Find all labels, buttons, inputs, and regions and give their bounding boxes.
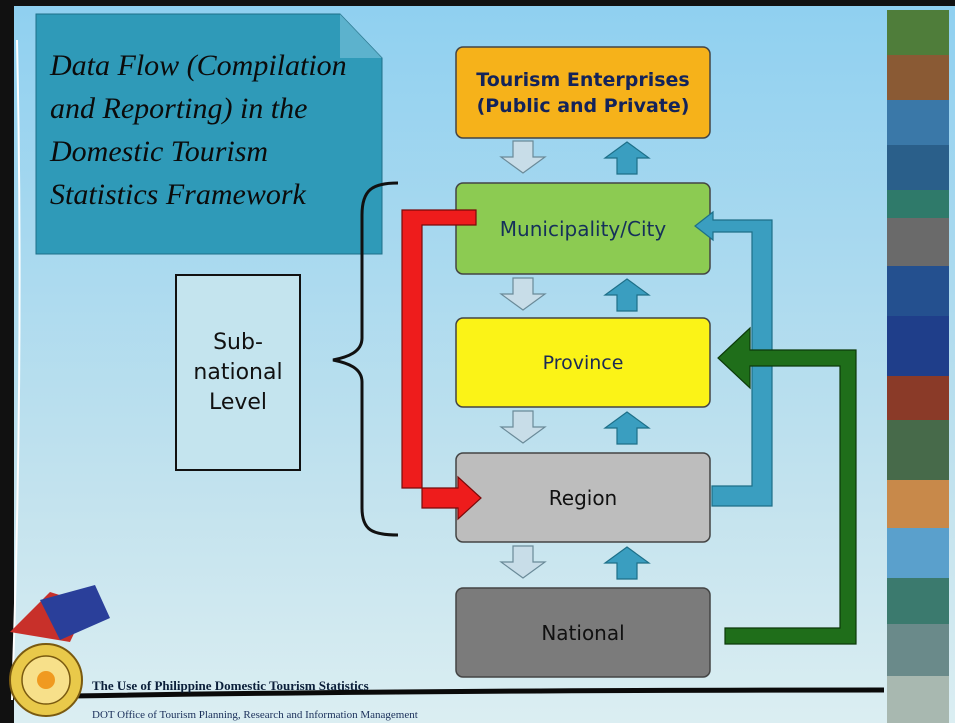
region-label: Region: [548, 485, 618, 510]
province-label: Province: [542, 351, 624, 374]
municipality-city-label: Municipality/City: [499, 216, 667, 241]
up-arrow-4: [603, 546, 651, 580]
down-arrow-2: [499, 277, 547, 311]
title-box-fold: [340, 14, 382, 58]
box-province: [455, 317, 711, 408]
up-arrow-1: [603, 141, 651, 175]
left-border: [0, 0, 14, 723]
down-arrow-3: [499, 410, 547, 444]
national-label: National: [541, 620, 625, 645]
level-label-box: [175, 274, 301, 471]
top-border: [0, 0, 955, 6]
level-label: Sub-national Level: [193, 329, 283, 415]
title-box: [35, 13, 383, 255]
blue-flow-arrow: [694, 210, 773, 507]
level-bracket: [332, 181, 399, 537]
tourism-enterprises-label: Tourism Enterprises (Public and Private): [476, 68, 690, 117]
photo-strip: [887, 10, 949, 723]
red-flow-arrow: [401, 209, 482, 521]
footer-divider: [13, 687, 885, 700]
up-arrow-2: [603, 278, 651, 312]
footer-title: The Use of Philippine Domestic Tourism S…: [92, 678, 369, 693]
box-tourism-enterprises: [455, 46, 711, 139]
green-flow-arrow: [717, 326, 857, 645]
dot-seal-logo: [9, 585, 110, 717]
box-national: [455, 587, 711, 678]
footer-office: DOT Office of Tourism Planning, Research…: [92, 709, 418, 721]
diagram-title: Data Flow (Compilation and Reporting) in…: [50, 49, 347, 211]
down-arrow-4: [499, 545, 547, 579]
down-arrow-1: [499, 140, 547, 174]
up-arrow-3: [603, 411, 651, 445]
left-border-highlight: [11, 39, 21, 701]
